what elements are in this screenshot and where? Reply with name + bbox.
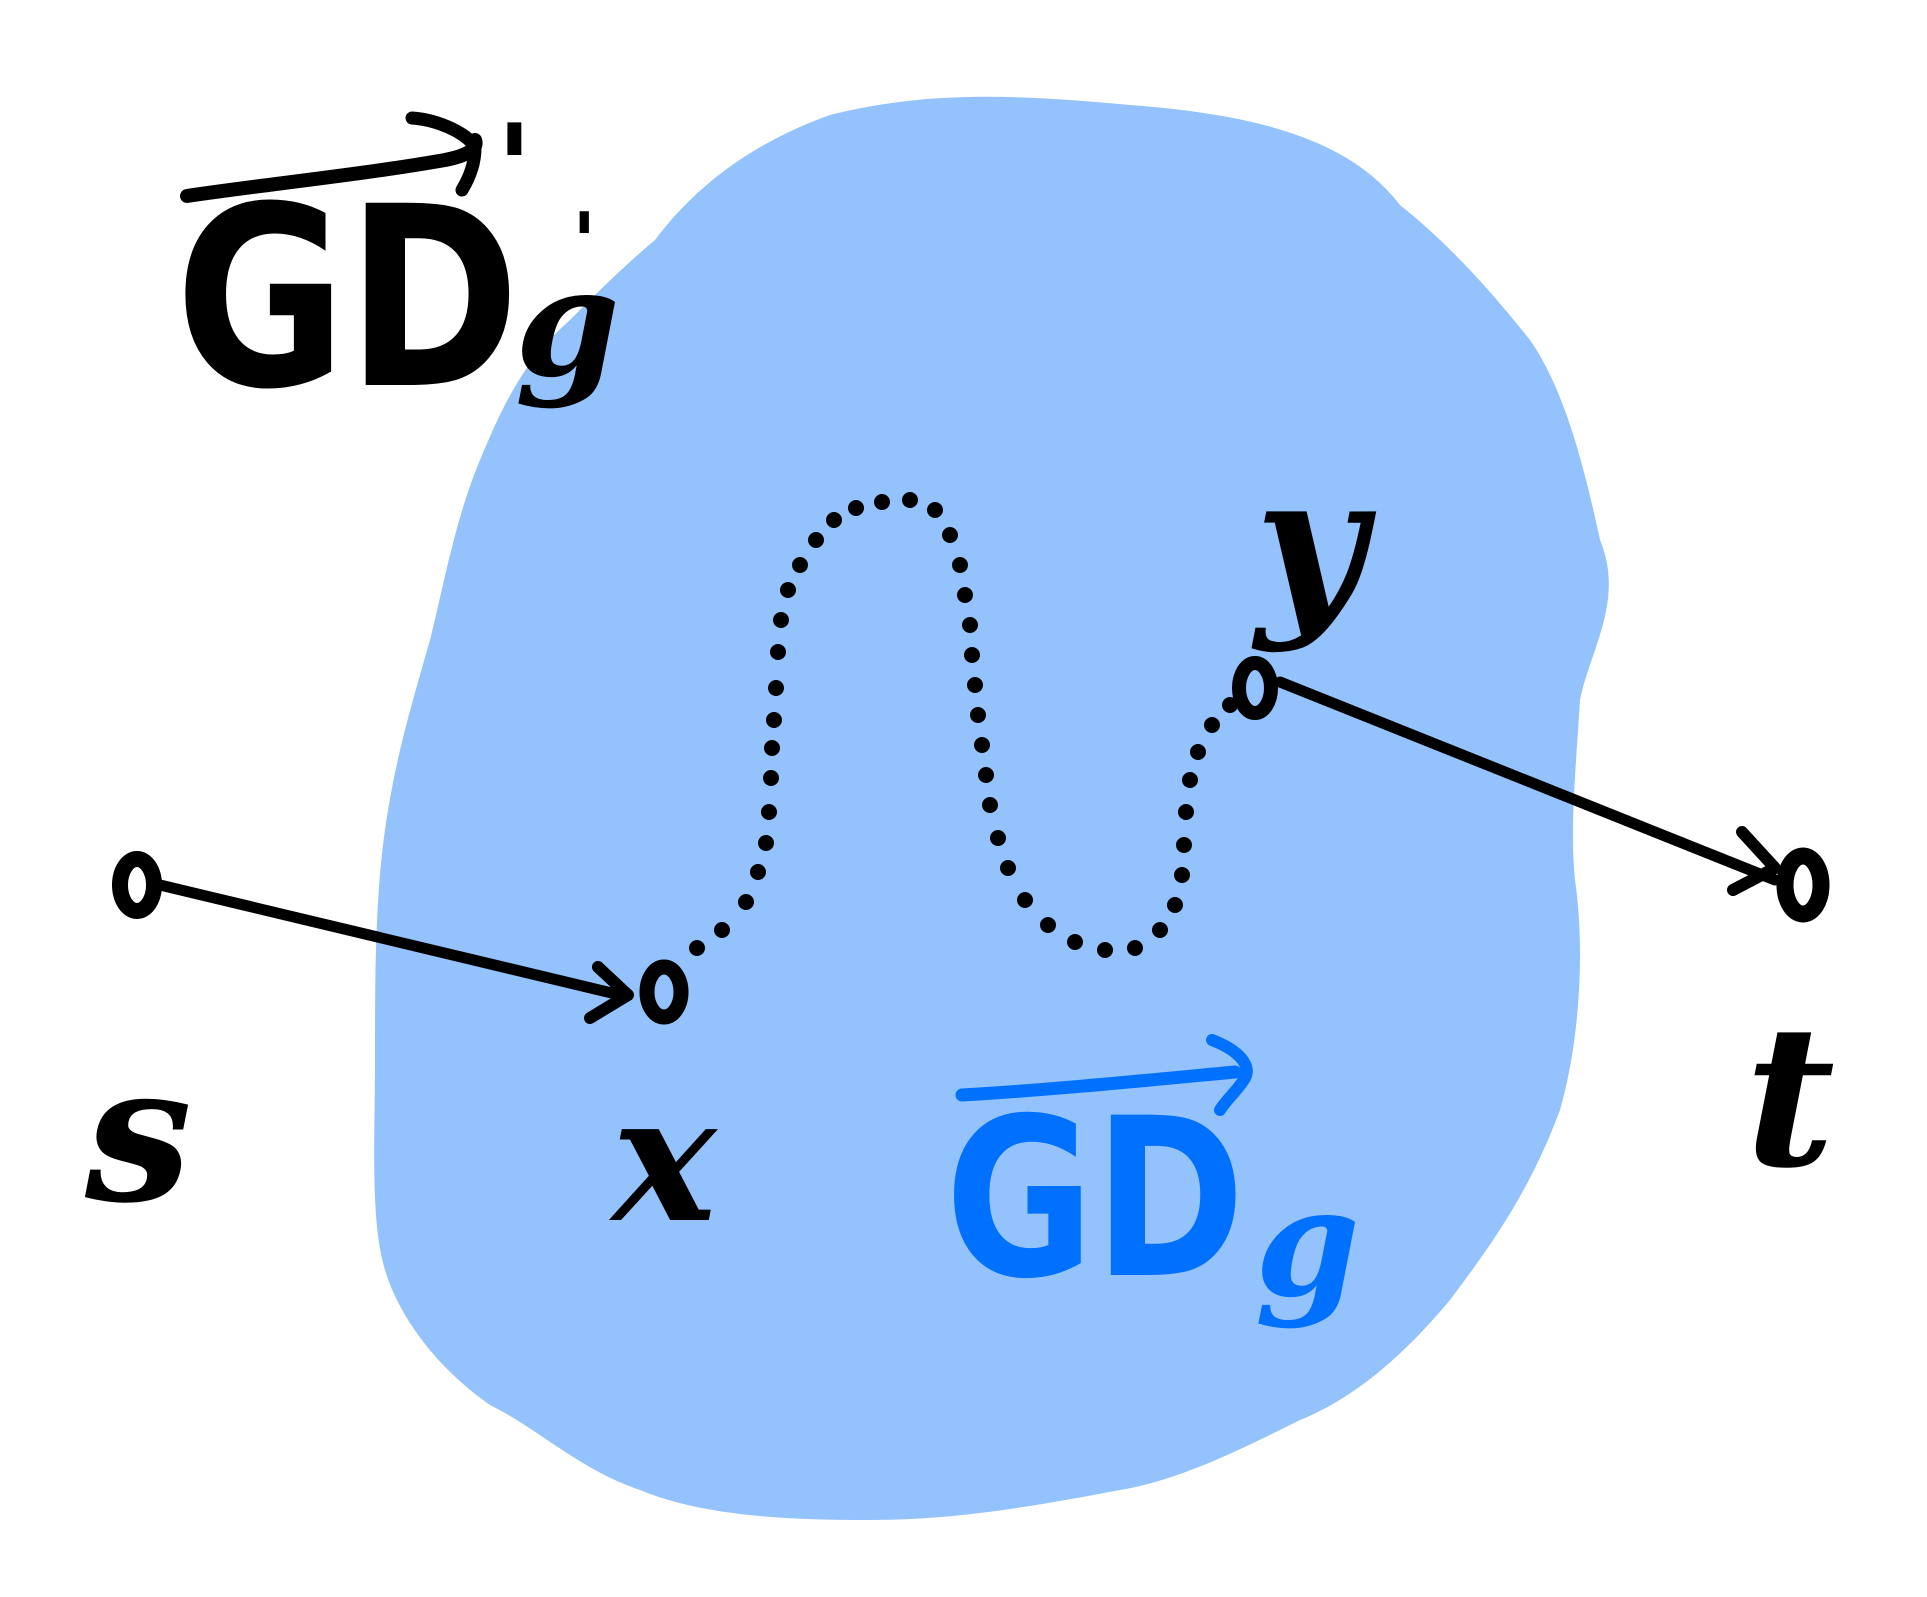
path-dot xyxy=(974,737,990,753)
path-dot xyxy=(738,894,754,910)
path-dot xyxy=(1167,897,1183,913)
path-dot xyxy=(1182,772,1198,788)
path-dot xyxy=(982,797,998,813)
path-dot xyxy=(902,492,918,508)
path-dot xyxy=(1204,717,1220,733)
path-dot xyxy=(758,835,774,851)
path-dot xyxy=(848,500,864,516)
path-dot xyxy=(1127,940,1143,956)
path-dot xyxy=(780,582,796,598)
node-x xyxy=(639,959,689,1025)
path-dot xyxy=(763,770,779,786)
path-dot xyxy=(1190,744,1206,760)
path-dot xyxy=(768,680,784,696)
label-y: y xyxy=(1251,432,1377,655)
inner-graph-main: GD xyxy=(945,1071,1245,1327)
outer-graph-subscript: g xyxy=(515,235,620,411)
inner-graph-label: GD g xyxy=(945,1034,1360,1331)
outer-graph-main: GD xyxy=(175,153,520,444)
path-dot xyxy=(766,712,782,728)
path-dot xyxy=(1176,837,1192,853)
node-s xyxy=(112,851,162,919)
node-t xyxy=(1776,847,1830,923)
node-y xyxy=(1232,656,1278,720)
label-t: t xyxy=(1745,982,1835,1211)
path-dot xyxy=(1174,867,1190,883)
path-dot xyxy=(1067,934,1083,950)
path-dot xyxy=(967,677,983,693)
dotted-path-x-to-y xyxy=(689,492,1238,958)
path-dot xyxy=(808,532,824,548)
label-x: x xyxy=(608,1057,718,1262)
path-dot xyxy=(773,612,789,628)
edge-y-to-t xyxy=(1274,676,1781,896)
edge-s-to-x xyxy=(154,879,634,1024)
path-dot xyxy=(689,940,705,956)
path-dot xyxy=(792,557,808,573)
path-dot xyxy=(1000,860,1016,876)
path-dot xyxy=(957,587,973,603)
path-dot xyxy=(714,922,730,938)
path-dot xyxy=(1040,917,1056,933)
path-dot xyxy=(970,707,986,723)
outer-graph-label: GD ' g ' xyxy=(175,100,620,444)
inner-graph-subscript: g xyxy=(1255,1155,1360,1331)
path-dot xyxy=(764,740,780,756)
path-dot xyxy=(942,527,958,543)
path-dot xyxy=(962,617,978,633)
path-dot xyxy=(750,864,766,880)
path-dot xyxy=(952,557,968,573)
outer-graph-subscript-prime: ' xyxy=(572,196,597,289)
path-dot xyxy=(978,767,994,783)
path-dot xyxy=(826,512,842,528)
path-dot xyxy=(990,830,1006,846)
path-dot xyxy=(761,804,777,820)
path-dot xyxy=(874,494,890,510)
path-dot xyxy=(1152,922,1168,938)
label-s: s xyxy=(84,1022,192,1245)
path-dot xyxy=(927,502,943,518)
path-dot xyxy=(1017,892,1033,908)
outer-graph-prime: ' xyxy=(496,100,533,239)
path-dot xyxy=(964,647,980,663)
path-dot xyxy=(1097,942,1113,958)
path-dot xyxy=(1178,804,1194,820)
path-dot xyxy=(770,644,786,660)
